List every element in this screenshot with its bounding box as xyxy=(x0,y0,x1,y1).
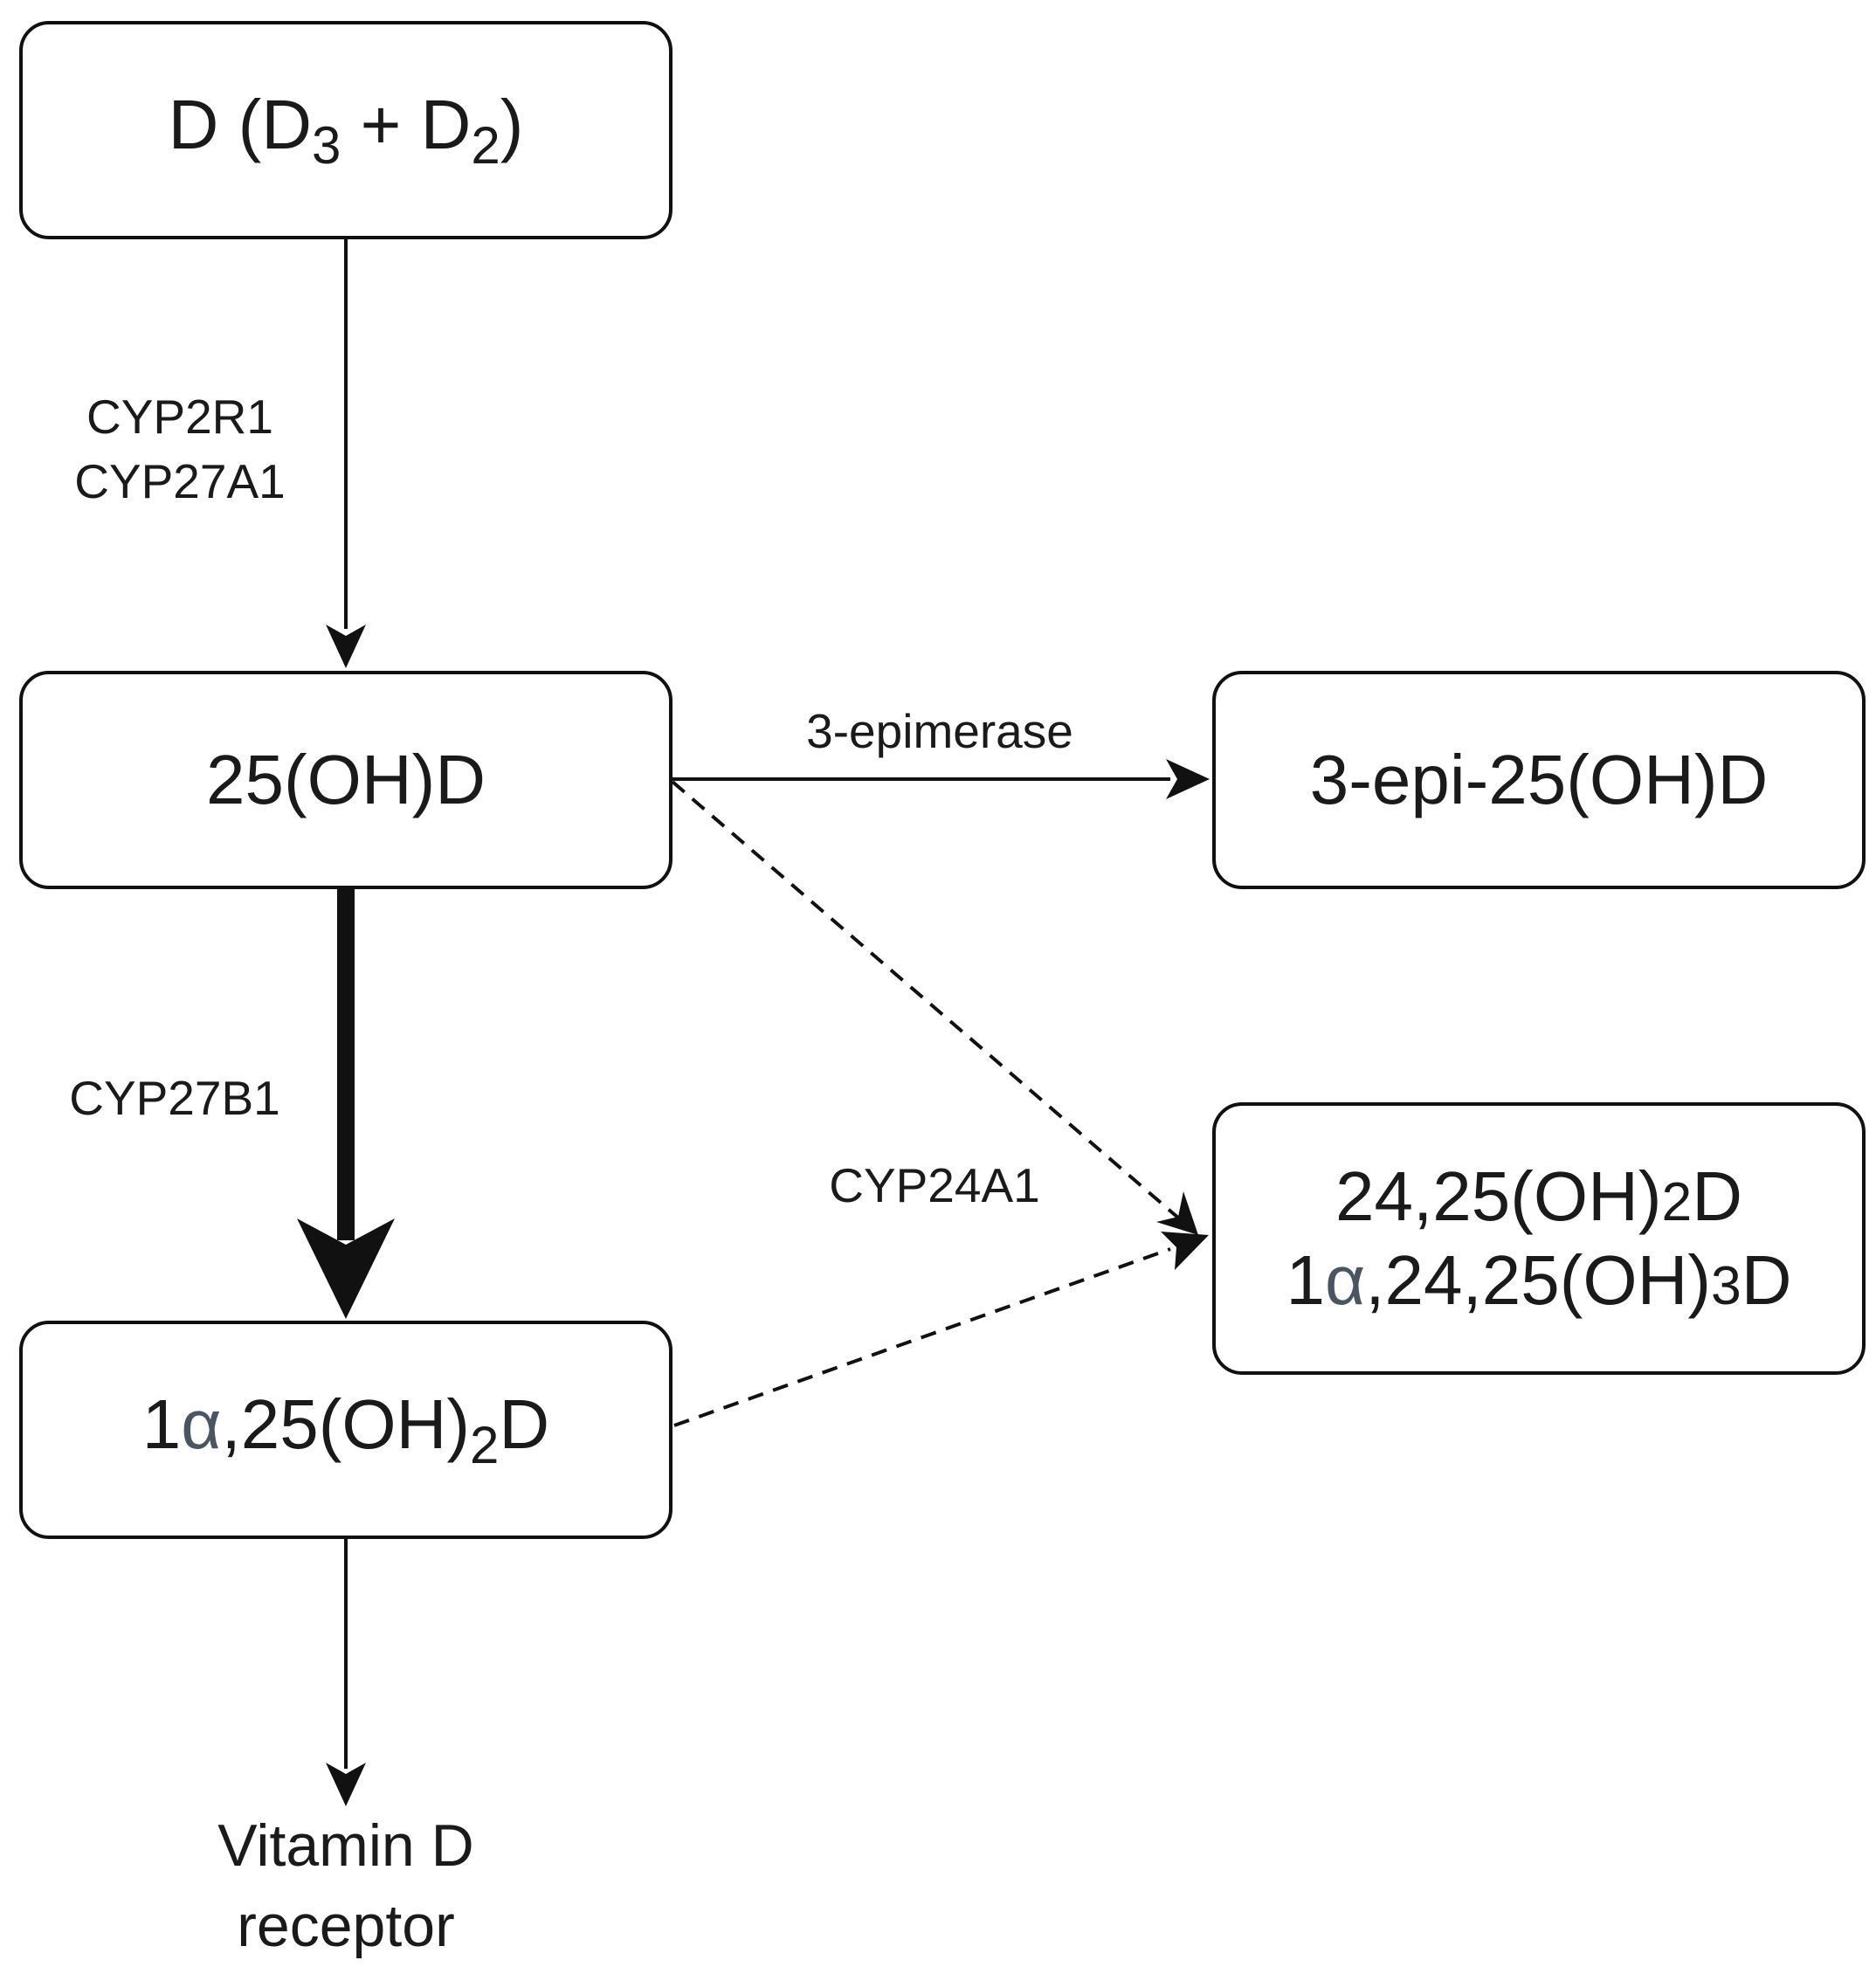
vitamin-d-receptor-label: Vitamin D receptor xyxy=(128,1806,564,1967)
arrowhead-25ohd-to-1a25oh2d xyxy=(297,1218,395,1319)
node-24-25-oh2d: 24,25(OH)2D 1α,24,25(OH)3D xyxy=(1212,1102,1866,1375)
arrowhead-1a25oh2d-to-vdr xyxy=(326,1763,366,1806)
enzyme-cyp24a1: CYP24A1 xyxy=(829,1158,1040,1212)
arrowhead-d-to-25ohd xyxy=(326,625,366,668)
node-1a-25-oh2d: 1α,25(OH)2D xyxy=(19,1321,672,1539)
enzyme-3-epimerase: 3-epimerase xyxy=(806,704,1073,758)
node-1a-25-oh2d-label: 1α,25(OH)2D xyxy=(141,1385,550,1474)
node-24-25-oh2d-line1: 24,25(OH)2D xyxy=(1335,1157,1742,1235)
vitamin-d-receptor-line2: receptor xyxy=(237,1892,455,1959)
arrow-1a25oh2d-to-24-25-dashed xyxy=(673,1247,1171,1427)
arrowhead-25ohd-to-24-25 xyxy=(1156,1191,1198,1235)
vitamin-d-receptor-line1: Vitamin D xyxy=(217,1812,474,1879)
enzyme-cyp27a1: CYP27A1 xyxy=(74,454,286,509)
node-25ohd: 25(OH)D xyxy=(19,671,672,889)
arrow-25ohd-to-24-25-dashed xyxy=(671,780,1181,1220)
node-25ohd-label: 25(OH)D xyxy=(205,741,486,818)
node-3-epi-25ohd-label: 3-epi-25(OH)D xyxy=(1309,741,1769,818)
node-vitamin-d-label: D (D3 + D2) xyxy=(168,86,524,175)
arrowhead-1a25oh2d-to-24-25 xyxy=(1161,1232,1209,1270)
enzyme-cyp27b1: CYP27B1 xyxy=(69,1071,280,1125)
node-24-25-oh2d-line2: 1α,24,25(OH)3D xyxy=(1286,1241,1792,1319)
enzyme-cyp2r1: CYP2R1 xyxy=(86,390,273,444)
node-vitamin-d: D (D3 + D2) xyxy=(19,21,672,239)
node-3-epi-25ohd: 3-epi-25(OH)D xyxy=(1212,671,1866,889)
enzyme-label-cyp2r1-cyp27a1: CYP2R1 CYP27A1 xyxy=(49,384,311,514)
arrowhead-25ohd-to-3epi xyxy=(1166,759,1210,799)
